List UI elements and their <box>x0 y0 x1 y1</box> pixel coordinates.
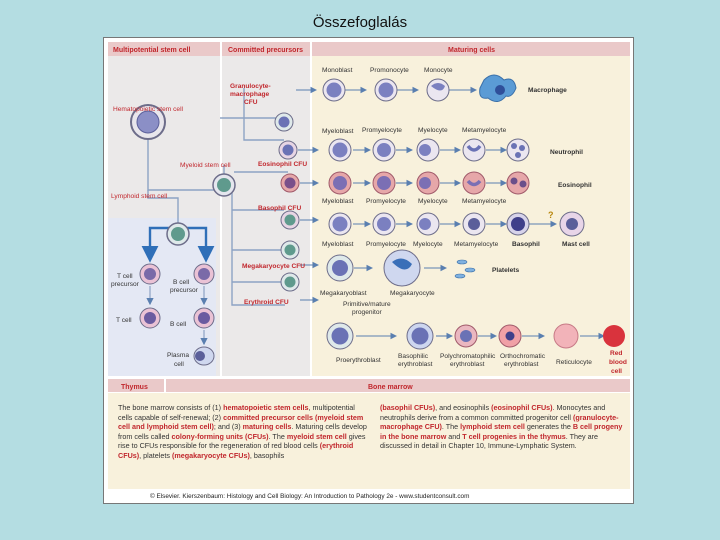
label-megakaryocyte: Megakaryocyte <box>390 290 435 297</box>
label-myelocyte-1: Myelocyte <box>418 127 448 134</box>
committed-panel <box>222 42 310 376</box>
label-question: ? <box>548 210 554 220</box>
label-rbc-2: blood <box>609 359 627 366</box>
label-lymphoid-stem-cell: Lymphoid stem cell <box>111 193 168 200</box>
label-orthochromatic-2: erythroblast <box>504 361 539 368</box>
label-eosinophil-cfu: Eosinophil CFU <box>258 161 307 168</box>
label-primitive-1: Primitive/mature <box>343 301 391 308</box>
label-basophilic-erythroblast-1: Basophilic <box>398 353 429 360</box>
label-myelocyte-3: Myelocyte <box>413 241 443 248</box>
header-multipotent: Multipotential stem cell <box>113 47 190 54</box>
header-bone-marrow: Bone marrow <box>368 384 413 391</box>
label-proerythroblast: Proerythroblast <box>336 357 381 364</box>
label-gm-cfu-2: macrophage <box>230 91 270 98</box>
label-myeloblast-2: Myeloblast <box>322 198 354 205</box>
label-tcell: T cell <box>116 317 132 324</box>
label-gm-cfu-3: CFU <box>244 99 258 106</box>
label-bcell: B cell <box>170 321 187 328</box>
label-plasma-1: Plasma <box>167 352 189 359</box>
label-promonocyte: Promonocyte <box>370 67 409 74</box>
label-polychromatophilic-2: erythroblast <box>450 361 485 368</box>
label-tcell-precursor-2: precursor <box>111 281 140 288</box>
header-thymus: Thymus <box>121 384 148 391</box>
label-promyelocyte-2: Promyelocyte <box>366 198 406 205</box>
maturing-panel <box>312 42 630 376</box>
label-macrophage: Macrophage <box>528 87 567 94</box>
summary-text-left: The bone marrow consists of (1) hematopo… <box>118 403 367 460</box>
copyright-caption: © Elsevier. Kierszenbaum: Histology and … <box>150 493 470 500</box>
slide-title: Összefoglalás <box>312 14 408 31</box>
label-bcell-precursor-2: precursor <box>170 287 199 294</box>
header-maturing: Maturing cells <box>448 47 495 54</box>
label-myelocyte-2: Myelocyte <box>418 198 448 205</box>
label-megakaryoblast: Megakaryoblast <box>320 290 367 297</box>
label-tcell-precursor-1: T cell <box>117 273 133 280</box>
label-plasma-2: cell <box>174 361 184 368</box>
label-platelets: Platelets <box>492 267 519 274</box>
label-rbc-1: Red <box>610 350 622 357</box>
label-bcell-precursor-1: B cell <box>173 279 190 286</box>
label-rbc-3: cell <box>611 368 622 375</box>
label-basophil-cfu: Basophil CFU <box>258 205 301 212</box>
cell-drawings <box>130 74 625 366</box>
label-myeloblast-1: Myeloblast <box>322 128 354 135</box>
header-committed: Committed precursors <box>228 47 303 54</box>
label-metamyelocyte-3: Metamyelocyte <box>454 241 499 248</box>
label-basophilic-erythroblast-2: erythroblast <box>398 361 433 368</box>
label-metamyelocyte-1: Metamyelocyte <box>462 127 507 134</box>
text-panel <box>108 393 630 489</box>
label-promyelocyte-1: Promyelocyte <box>362 127 402 134</box>
label-basophil: Basophil <box>512 241 540 248</box>
label-mast-cell: Mast cell <box>562 241 590 248</box>
label-erythroid-cfu: Erythroid CFU <box>244 299 289 306</box>
label-eosinophil: Eosinophil <box>558 182 592 189</box>
label-primitive-2: progenitor <box>352 309 382 316</box>
label-gm-cfu-1: Granulocyte- <box>230 83 271 90</box>
label-metamyelocyte-2: Metamyelocyte <box>462 198 507 205</box>
label-promyelocyte-3: Promyelocyte <box>366 241 406 248</box>
label-monocyte: Monocyte <box>424 67 453 74</box>
label-megakaryocyte-cfu: Megakaryocyte CFU <box>242 263 305 270</box>
label-neutrophil: Neutrophil <box>550 149 583 156</box>
label-hematopoietic-stem-cell: Hematopoietic stem cell <box>113 106 184 113</box>
label-reticulocyte: Reticulocyte <box>556 359 592 366</box>
label-myeloblast-3: Myeloblast <box>322 241 354 248</box>
summary-text-right: (basophil CFUs), and eosinophils (eosino… <box>380 403 623 451</box>
label-orthochromatic-1: Orthochromatic <box>500 353 546 360</box>
label-polychromatophilic-1: Polychromatophilic <box>440 353 496 360</box>
label-myeloid-stem-cell: Myeloid stem cell <box>180 162 231 169</box>
label-monoblast: Monoblast <box>322 67 353 74</box>
